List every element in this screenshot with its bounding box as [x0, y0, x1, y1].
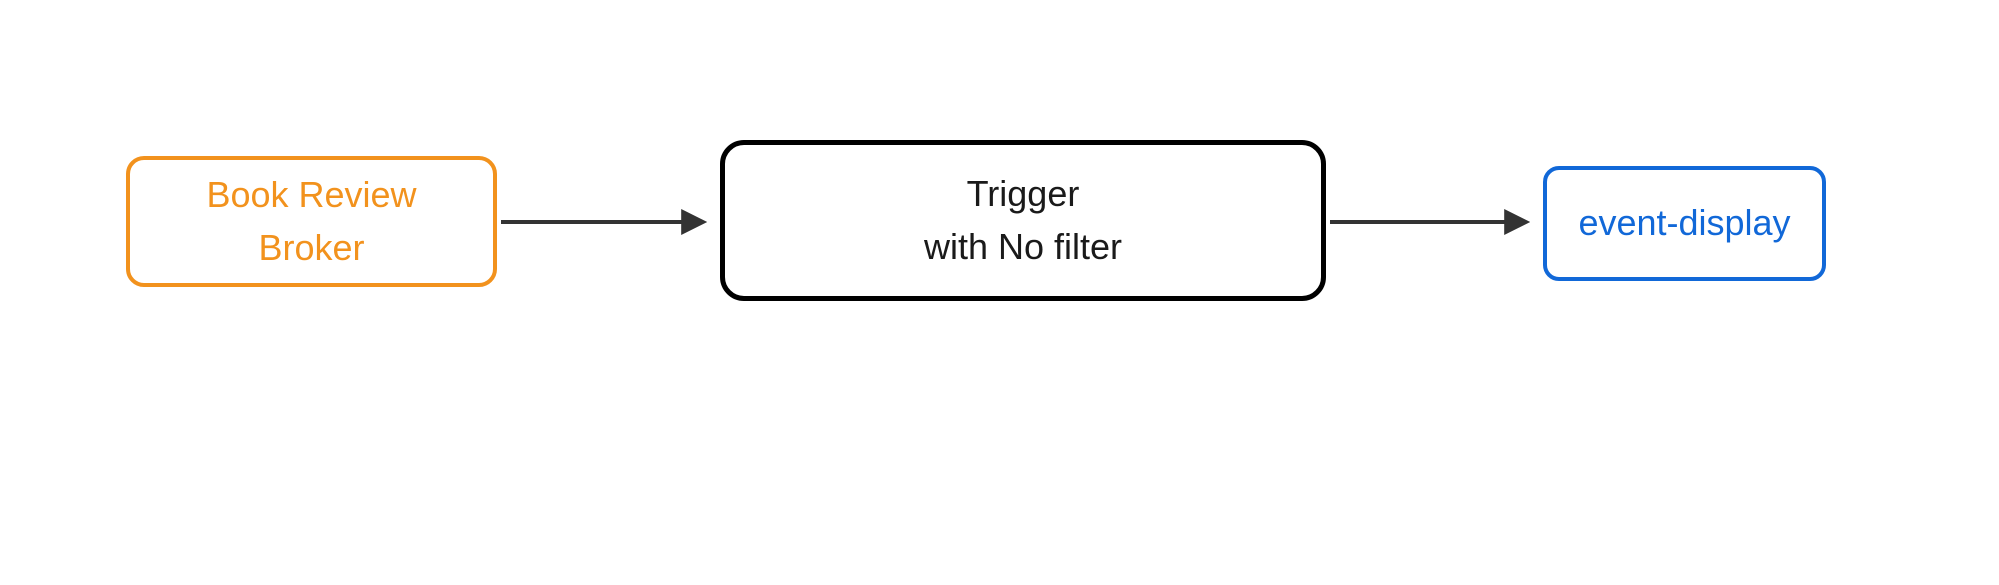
node-book-review-broker: Book Review Broker	[126, 156, 497, 287]
node-label-line: Book Review	[206, 174, 417, 216]
node-label-line: Broker	[258, 226, 365, 268]
node-trigger-label: Trigger with No filter	[924, 168, 1122, 272]
node-label-line: event-display	[1578, 202, 1791, 244]
node-trigger-with-no-filter: Trigger with No filter	[720, 140, 1326, 301]
node-label-line: Trigger	[966, 173, 1080, 215]
node-label-line: with No filter	[923, 225, 1123, 267]
node-book-review-broker-label: Book Review Broker	[206, 169, 416, 273]
node-event-display: event-display	[1543, 166, 1826, 281]
node-event-display-label: event-display	[1578, 197, 1790, 249]
